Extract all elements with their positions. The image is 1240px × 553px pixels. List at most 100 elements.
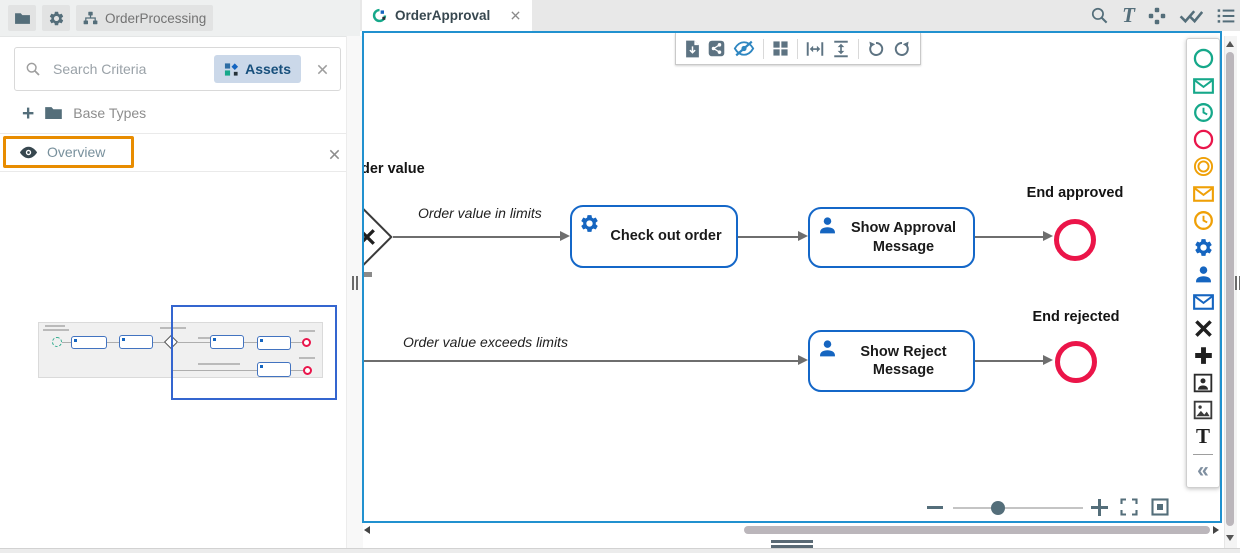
arrowhead: [560, 231, 570, 241]
clear-search-icon[interactable]: [315, 62, 330, 77]
end-event-label[interactable]: End approved: [1026, 185, 1124, 201]
palette-collapse-button[interactable]: «: [1197, 458, 1209, 482]
palette-message-start-event[interactable]: [1193, 72, 1214, 99]
zoom-slider-thumb[interactable]: [991, 501, 1005, 515]
model-icon: [83, 11, 98, 25]
task-check-out-order[interactable]: Check out order: [570, 205, 738, 268]
task-label: Check out order: [610, 228, 722, 245]
minimap-end-event: [303, 366, 312, 375]
search-input[interactable]: [51, 60, 215, 78]
list-icon[interactable]: [1216, 6, 1236, 26]
sequence-flow[interactable]: [975, 236, 1043, 239]
minimap-task: [210, 335, 244, 349]
palette-participant[interactable]: [1193, 369, 1213, 396]
arrowhead: [798, 231, 808, 241]
add-icon[interactable]: +: [22, 101, 35, 125]
tab-close-icon[interactable]: [509, 9, 522, 22]
assets-filter-chip[interactable]: Assets: [214, 55, 301, 83]
palette-end-event[interactable]: [1193, 126, 1214, 153]
search-icon: [25, 61, 41, 77]
minimap-viewport[interactable]: [171, 305, 337, 400]
gear-icon: [579, 213, 600, 234]
divider: [0, 133, 346, 134]
task-show-approval-message[interactable]: Show Approval Message: [808, 207, 975, 268]
palette-image[interactable]: [1193, 396, 1213, 423]
overview-minimap: [38, 322, 323, 378]
minimap-end-event: [302, 338, 311, 347]
distribute-horizontal-icon[interactable]: [806, 40, 824, 58]
hide-attributes-eye-slash-icon[interactable]: [733, 40, 755, 57]
bottom-panel-grip[interactable]: [771, 540, 813, 548]
fit-view-icon[interactable]: [1151, 498, 1169, 516]
toolbar-separator: [763, 38, 764, 59]
right-splitter-handle[interactable]: [1235, 276, 1240, 290]
sequence-flow[interactable]: [364, 360, 798, 363]
zoom-out-button[interactable]: [927, 506, 943, 510]
palette-timer-intermediate-event[interactable]: [1193, 207, 1214, 234]
base-types-label: Base Types: [73, 105, 147, 121]
fullscreen-icon[interactable]: [1120, 498, 1138, 516]
horizontal-scrollbar-thumb[interactable]: [744, 526, 1210, 534]
minimap-task: [71, 336, 107, 349]
share-icon[interactable]: [708, 40, 725, 57]
overview-close-icon[interactable]: [327, 147, 342, 162]
sequence-flow[interactable]: [393, 236, 562, 239]
redo-icon[interactable]: [893, 40, 911, 58]
zoom-in-button-v[interactable]: [1097, 499, 1102, 516]
scroll-down-arrow[interactable]: [1226, 535, 1234, 541]
flow-label-exceeds-limits[interactable]: Order value exceeds limits: [403, 334, 568, 350]
tab-label: OrderApproval: [395, 8, 491, 23]
gateway-label[interactable]: der value: [362, 161, 425, 177]
project-name: OrderProcessing: [105, 10, 207, 26]
palette-start-event[interactable]: [1193, 45, 1214, 72]
palette-service-task[interactable]: [1193, 234, 1214, 261]
vertical-scrollbar-thumb[interactable]: [1226, 52, 1234, 526]
flow-label-in-limits[interactable]: Order value in limits: [418, 205, 542, 221]
shape-palette: T «: [1186, 38, 1220, 488]
task-show-reject-message[interactable]: Show Reject Message: [808, 330, 975, 392]
export-file-icon[interactable]: [685, 40, 700, 58]
end-event-approved[interactable]: [1054, 219, 1096, 261]
base-types-row[interactable]: + Base Types: [22, 100, 146, 126]
overview-title: Overview: [47, 144, 106, 160]
project-button[interactable]: OrderProcessing: [76, 5, 214, 31]
palette-timer-start-event[interactable]: [1193, 99, 1214, 126]
palette-divider: [1193, 454, 1213, 455]
grid-icon[interactable]: [772, 40, 789, 57]
task-label: Show Approval Message: [851, 220, 956, 255]
zoom-slider-track[interactable]: [953, 507, 1083, 509]
end-event-label[interactable]: End rejected: [1032, 309, 1120, 325]
scroll-left-arrow[interactable]: [364, 526, 370, 534]
palette-parallel-gateway[interactable]: [1193, 342, 1214, 369]
sequence-flow[interactable]: [975, 360, 1043, 363]
undo-icon[interactable]: [867, 40, 885, 58]
end-event-rejected[interactable]: [1055, 341, 1097, 383]
scroll-up-arrow[interactable]: [1226, 41, 1234, 47]
scroll-right-arrow[interactable]: [1213, 526, 1219, 534]
validate-double-check-icon[interactable]: [1179, 8, 1203, 24]
gear-icon: [48, 10, 65, 27]
diagram-canvas[interactable]: der value Order value in limits Check ou…: [362, 31, 1222, 523]
folder-icon: [44, 105, 63, 121]
search-icon[interactable]: [1090, 6, 1109, 25]
tab-order-approval[interactable]: OrderApproval: [362, 0, 532, 31]
folder-button[interactable]: [8, 5, 36, 31]
edge-stub: [364, 272, 372, 277]
palette-text-annotation[interactable]: T: [1195, 424, 1210, 448]
shapes-icon[interactable]: [1148, 7, 1166, 25]
user-icon: [817, 338, 838, 359]
palette-user-task[interactable]: [1193, 261, 1214, 288]
arrowhead: [798, 355, 808, 365]
gateway-x-marker: [362, 227, 377, 247]
palette-intermediate-event[interactable]: [1193, 153, 1214, 180]
text-style-icon[interactable]: T: [1122, 3, 1135, 27]
overview-header[interactable]: Overview: [3, 136, 134, 168]
settings-button[interactable]: [42, 5, 70, 31]
palette-message-intermediate-event[interactable]: [1193, 180, 1214, 207]
sequence-flow[interactable]: [738, 236, 798, 239]
panel-splitter[interactable]: [346, 36, 363, 548]
splitter-handle[interactable]: [352, 276, 358, 290]
palette-exclusive-gateway[interactable]: [1193, 315, 1214, 342]
distribute-vertical-icon[interactable]: [832, 40, 850, 58]
palette-send-task[interactable]: [1193, 288, 1214, 315]
